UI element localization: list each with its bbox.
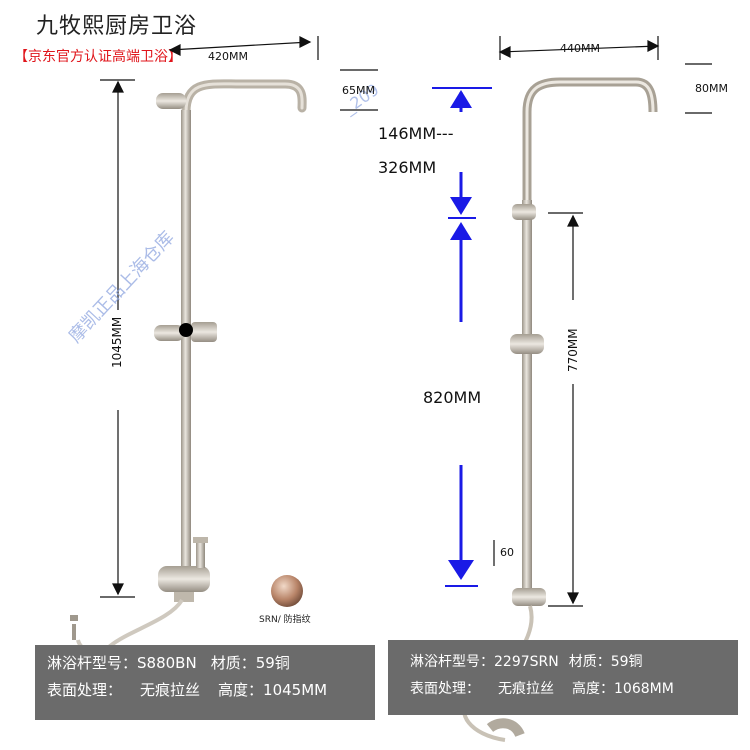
- left-drop-label: 65MM: [342, 84, 375, 97]
- blue-arrows: [432, 87, 492, 587]
- finish-label: SRN/ 防指纹: [259, 615, 311, 625]
- brand-title: 九牧熙厨房卫浴: [36, 14, 198, 39]
- left-material-value: 59铜: [255, 654, 290, 672]
- right-width-label: 440MM: [560, 42, 600, 55]
- right-upper-label: 146MM---: [378, 124, 454, 143]
- right-spec-row-1: 淋浴杆型号：2297SRN 材质：59铜: [410, 649, 738, 676]
- left-spec-row-2: 表面处理： 无痕拉丝高度：1045MM: [47, 677, 375, 704]
- right-surface-label: 表面处理：: [410, 681, 480, 697]
- left-spec-panel: 淋浴杆型号：S880BN 材质：59铜 表面处理： 无痕拉丝高度：1045MM: [35, 645, 375, 720]
- left-height-label: 1045MM: [110, 316, 124, 368]
- right-lower-label: 820MM: [423, 388, 482, 407]
- left-surface-value: 无痕拉丝: [140, 681, 201, 699]
- right-dimension-lines: [493, 36, 712, 607]
- left-model-label: 淋浴杆型号：: [47, 654, 138, 672]
- certification-banner: 【京东官方认证高端卫浴】: [14, 49, 182, 65]
- right-height-spec-label: 高度：: [572, 681, 614, 697]
- right-upper2-label: 326MM: [378, 158, 437, 177]
- left-model-value: S880BN: [137, 654, 197, 672]
- left-dimension-lines: [100, 36, 378, 598]
- left-material-label: 材质：: [210, 654, 256, 672]
- left-height-spec-label: 高度：: [218, 681, 264, 699]
- right-surface-value: 无痕拉丝: [498, 681, 554, 697]
- left-height-spec-value: 1045MM: [263, 681, 328, 699]
- right-model-label: 淋浴杆型号：: [410, 654, 494, 670]
- right-model-value: 2297SRN: [494, 654, 559, 670]
- right-bottom-label: 60: [500, 546, 514, 559]
- right-material-label: 材质：: [568, 654, 611, 670]
- right-drop-label: 80MM: [695, 82, 728, 95]
- right-material-value: 59铜: [610, 654, 643, 670]
- left-spec-row-1: 淋浴杆型号：S880BN 材质：59铜: [47, 650, 375, 677]
- right-height-spec-value: 1068MM: [614, 681, 674, 697]
- right-spec-row-2: 表面处理： 无痕拉丝 高度：1068MM: [410, 676, 738, 703]
- right-spec-panel: 淋浴杆型号：2297SRN 材质：59铜 表面处理： 无痕拉丝 高度：1068MM: [388, 640, 738, 715]
- finish-swatch: [271, 575, 303, 607]
- right-slide-label: 770MM: [566, 328, 580, 372]
- right-shower-column: [462, 77, 658, 742]
- left-surface-label: 表面处理：: [47, 681, 123, 699]
- left-width-label: 420MM: [208, 50, 248, 63]
- left-shower-column: [70, 79, 307, 655]
